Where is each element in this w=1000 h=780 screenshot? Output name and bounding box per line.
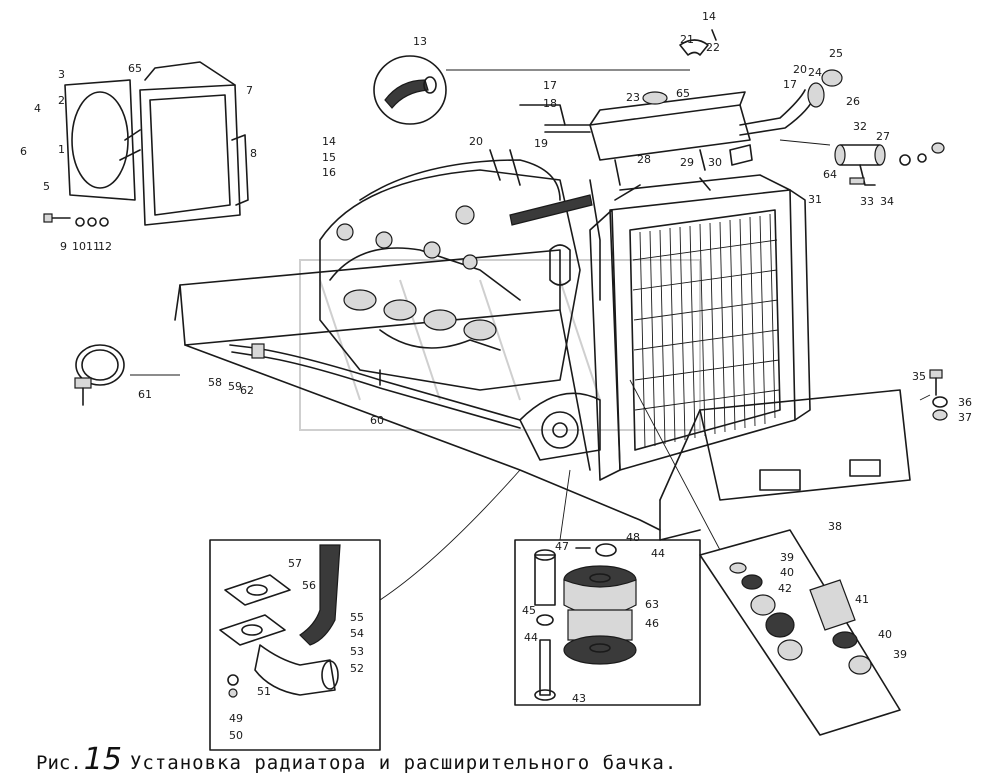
- inset-bushing-set: [699, 529, 901, 736]
- fan-shroud: [64, 61, 249, 226]
- clamp-band: [679, 29, 717, 56]
- callout-label: 48: [626, 531, 640, 544]
- callout-label: 55: [350, 611, 364, 624]
- callout-label: 50: [229, 729, 243, 742]
- caption-number: 15: [83, 742, 122, 777]
- callout-label: 52: [350, 662, 364, 675]
- callout-label: 25: [829, 47, 843, 60]
- callout-label: 49: [229, 712, 243, 725]
- expansion-tank: [519, 69, 843, 186]
- callout-label: 31: [808, 193, 822, 206]
- callout-label: 8: [250, 147, 257, 160]
- callout-label: 5: [43, 180, 50, 193]
- caption-prefix: Рис.: [36, 752, 82, 774]
- callout-label: 32: [853, 120, 867, 133]
- callout-label: 17: [783, 78, 797, 91]
- callout-label: 30: [708, 156, 722, 169]
- callout-label: 46: [645, 617, 659, 630]
- callout-label: 65: [676, 87, 690, 100]
- callout-label: 61: [138, 388, 152, 401]
- callout-label: 39: [780, 551, 794, 564]
- callout-label: 37: [958, 411, 972, 424]
- callout-label: 41: [855, 593, 869, 606]
- callout-label: 29: [680, 156, 694, 169]
- callout-label: 10: [72, 240, 86, 253]
- callout-label: 51: [257, 685, 271, 698]
- hardware-set-right: [929, 369, 948, 421]
- callout-label: 9: [60, 240, 67, 253]
- callout-label: 40: [780, 566, 794, 579]
- callout-label: 19: [534, 137, 548, 150]
- callout-label: 11: [86, 240, 100, 253]
- callout-label: 27: [876, 130, 890, 143]
- callout-label: 1: [58, 143, 65, 156]
- bracket: [729, 144, 753, 166]
- callout-label: 14: [702, 10, 716, 23]
- callout-label: 44: [524, 631, 538, 644]
- callout-label: 23: [626, 91, 640, 104]
- callout-label: 35: [912, 370, 926, 383]
- hose-detail-circle: [373, 55, 690, 125]
- callout-label: 60: [370, 414, 384, 427]
- callout-label: 18: [543, 97, 557, 110]
- watermark: [299, 259, 701, 431]
- callout-label: 59: [228, 380, 242, 393]
- callout-label: 56: [302, 579, 316, 592]
- callout-label: 44: [651, 547, 665, 560]
- callout-label: 47: [555, 540, 569, 553]
- figure-caption: Рис.15 Установка радиатора и расширительн…: [36, 742, 677, 777]
- callout-label: 42: [778, 582, 792, 595]
- callout-label: 65: [128, 62, 142, 75]
- callout-label: 24: [808, 66, 822, 79]
- chassis-frame: [174, 249, 911, 541]
- engine-block: [319, 149, 601, 461]
- callout-label: 16: [322, 166, 336, 179]
- callout-label: 33: [860, 195, 874, 208]
- callout-label: 53: [350, 645, 364, 658]
- callout-label: 64: [823, 168, 837, 181]
- callout-label: 4: [34, 102, 41, 115]
- callout-label: 62: [240, 384, 254, 397]
- callout-label: 20: [469, 135, 483, 148]
- caption-text: Установка радиатора и расширительного ба…: [129, 752, 678, 774]
- hose-clamp: [74, 344, 125, 406]
- callout-label: 6: [20, 145, 27, 158]
- callout-label: 26: [846, 95, 860, 108]
- callout-label: 54: [350, 627, 364, 640]
- callout-label: 21: [680, 33, 694, 46]
- callout-label: 20: [793, 63, 807, 76]
- inset-mount-cushion: [514, 539, 701, 706]
- callout-label: 14: [322, 135, 336, 148]
- lower-pipe: [229, 343, 521, 429]
- leader-lines: [130, 139, 931, 601]
- radiator: [589, 174, 811, 481]
- callout-label: 36: [958, 396, 972, 409]
- pipe-connector: [834, 142, 945, 186]
- callout-label: 13: [413, 35, 427, 48]
- callout-label: 7: [246, 84, 253, 97]
- callout-label: 43: [572, 692, 586, 705]
- inset-outlet-pipe: [209, 539, 381, 751]
- callout-label: 45: [522, 604, 536, 617]
- callout-label: 63: [645, 598, 659, 611]
- callout-label: 2: [58, 94, 65, 107]
- callout-label: 58: [208, 376, 222, 389]
- callout-label: 12: [98, 240, 112, 253]
- hardware-set-left: [43, 213, 109, 227]
- callout-label: 34: [880, 195, 894, 208]
- callout-label: 38: [828, 520, 842, 533]
- callout-label: 57: [288, 557, 302, 570]
- callout-label: 3: [58, 68, 65, 81]
- callout-label: 28: [637, 153, 651, 166]
- callout-label: 17: [543, 79, 557, 92]
- callout-label: 39: [893, 648, 907, 661]
- radiator-core: [632, 213, 780, 449]
- callout-label: 15: [322, 151, 336, 164]
- callout-label: 22: [706, 41, 720, 54]
- callout-label: 40: [878, 628, 892, 641]
- callout-labels: 1 2 3 4 5 6 7 8 9 10 11 12 13 14 14 15 1…: [20, 10, 972, 742]
